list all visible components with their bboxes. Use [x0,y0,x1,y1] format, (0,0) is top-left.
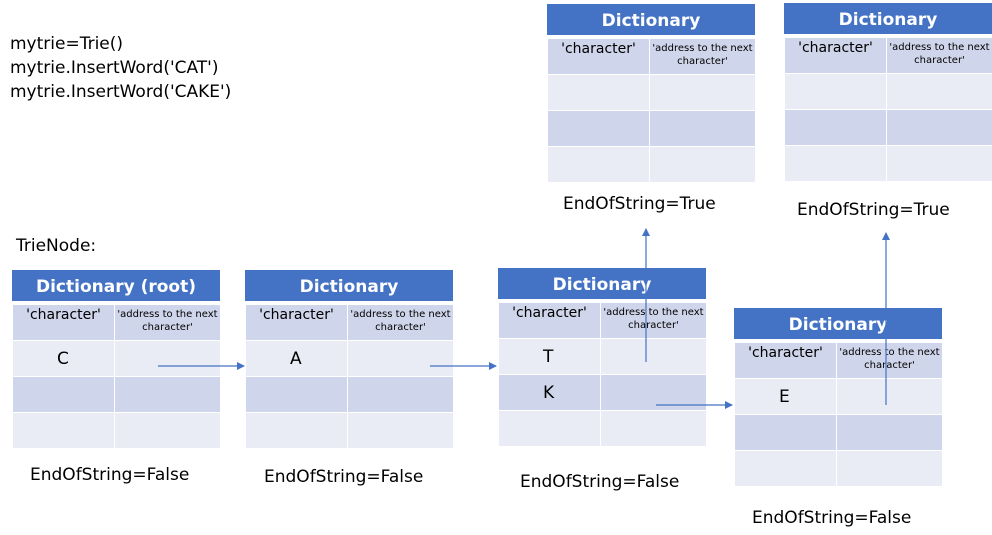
node-table: 'character' 'address to the next charact… [498,302,707,447]
letter-cell [547,146,650,183]
column-header-address: 'address to the next character' [886,37,992,74]
address-cell [649,110,756,147]
letter-cell [734,414,837,451]
node-title: Dictionary [245,270,453,304]
letter-cell: A [245,340,348,377]
address-cell [649,74,756,111]
address-cell [649,146,756,183]
letter-cell [245,412,348,449]
end-of-string-label: EndOfString=False [752,508,912,528]
node-title: Dictionary [547,4,755,38]
node-e: Dictionary 'character' 'address to the n… [734,308,943,487]
column-header-character: 'character' [547,38,650,75]
end-of-string-label: EndOfString=True [563,194,716,214]
node-table: 'character' 'address to the next charact… [547,38,756,183]
node-tk: Dictionary 'character' 'address to the n… [498,268,707,447]
column-header-address: 'address to the next character' [347,304,454,341]
node-title: Dictionary (root) [12,270,220,304]
node-t-end: Dictionary 'character' 'address to the n… [547,4,756,183]
node-table: 'character' 'address to the next charact… [734,342,943,487]
letter-cell [547,74,650,111]
letter-cell [12,412,115,449]
letter-cell [498,410,601,447]
node-table: 'character' 'address to the next charact… [12,304,221,449]
address-cell [347,376,454,413]
node-title: Dictionary [784,3,992,37]
column-header-address: 'address to the next character' [836,342,943,379]
address-cell [114,412,221,449]
node-table: 'character' 'address to the next charact… [784,37,992,182]
address-cell [114,340,221,377]
node-title: Dictionary [734,308,942,342]
code-line: mytrie.InsertWord('CAKE') [10,82,232,102]
address-cell [347,412,454,449]
trienode-label: TrieNode: [16,236,97,256]
node-e-end: Dictionary 'character' 'address to the n… [784,3,992,182]
column-header-character: 'character' [12,304,115,341]
address-cell [886,73,992,110]
letter-cell: C [12,340,115,377]
column-header-character: 'character' [498,302,601,339]
code-snippet: mytrie=Trie() mytrie.InsertWord('CAT') m… [10,32,231,104]
address-cell [836,450,943,487]
letter-cell [784,145,887,182]
column-header-character: 'character' [784,37,887,74]
letter-cell [734,450,837,487]
address-cell [836,414,943,451]
node-table: 'character' 'address to the next charact… [245,304,454,449]
letter-cell [12,376,115,413]
node-root: Dictionary (root) 'character' 'address t… [12,270,221,449]
address-cell [600,410,707,447]
column-header-address: 'address to the next character' [600,302,707,339]
end-of-string-label: EndOfString=False [30,465,190,485]
column-header-address: 'address to the next character' [649,38,756,75]
address-cell [886,145,992,182]
end-of-string-label: EndOfString=False [520,472,680,492]
code-line: mytrie=Trie() [10,34,124,54]
letter-cell [245,376,348,413]
node-title: Dictionary [498,268,706,302]
letter-cell: K [498,374,601,411]
address-cell [600,338,707,375]
address-cell [114,376,221,413]
end-of-string-label: EndOfString=False [264,467,424,487]
end-of-string-label: EndOfString=True [797,200,950,220]
code-line: mytrie.InsertWord('CAT') [10,58,219,78]
node-a: Dictionary 'character' 'address to the n… [245,270,454,449]
